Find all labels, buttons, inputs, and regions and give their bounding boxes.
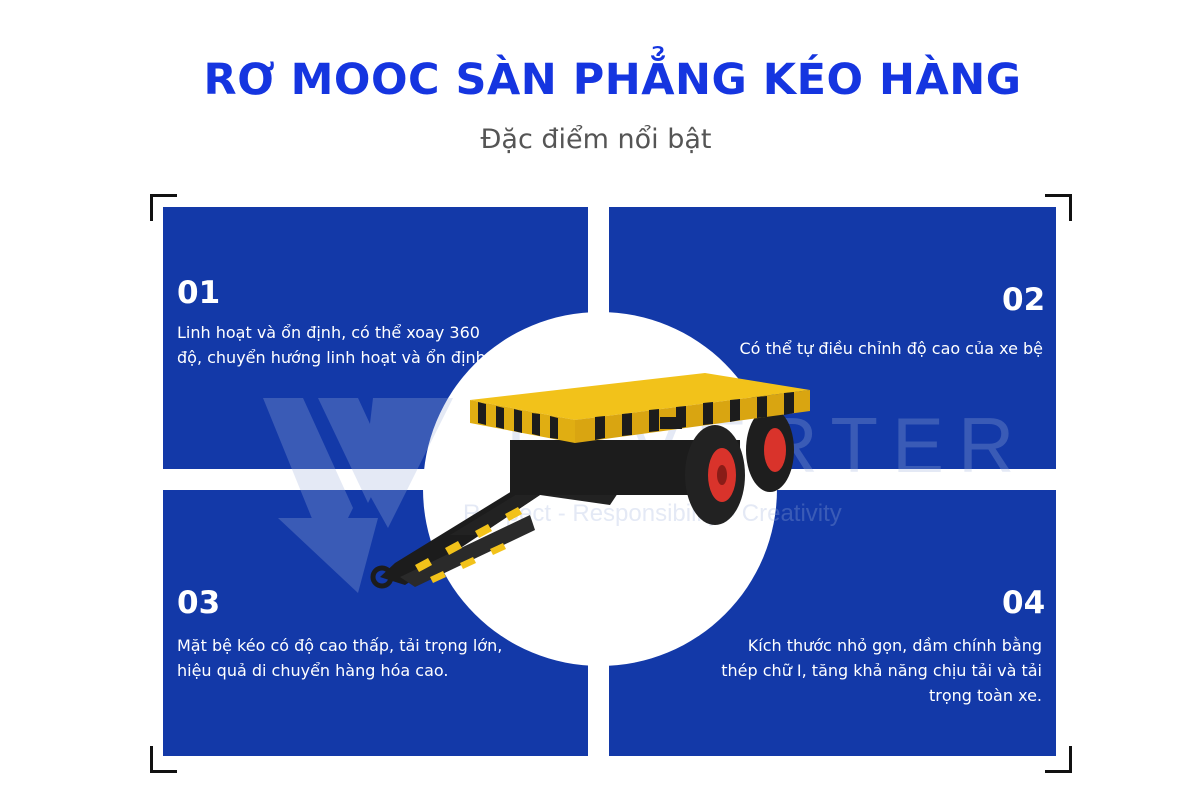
feature-number-4: 04: [1002, 585, 1046, 621]
frame-corner-bottom-left: [150, 746, 177, 773]
frame-corner-bottom-right: [1045, 746, 1072, 773]
page-title: RƠ MOOC SÀN PHẲNG KÉO HÀNG: [203, 55, 1022, 105]
flatbed-trailer-image: [370, 373, 810, 589]
page-subtitle: Đặc điểm nổi bật: [480, 124, 712, 155]
feature-number-3: 03: [177, 585, 221, 621]
feature-number-2: 02: [1002, 282, 1046, 318]
frame-corner-top-left: [150, 194, 177, 221]
feature-text-1: Linh hoạt và ổn định, có thể xoay 360 độ…: [177, 323, 491, 367]
feature-text-4: Kích thước nhỏ gọn, dầm chính bằng thép …: [721, 636, 1042, 705]
feature-text-3: Mặt bệ kéo có độ cao thấp, tải trọng lớn…: [177, 636, 503, 680]
feature-text-2: Có thể tự điều chỉnh độ cao của xe bệ: [739, 339, 1043, 358]
frame-corner-top-right: [1045, 194, 1072, 221]
feature-number-1: 01: [177, 275, 221, 311]
